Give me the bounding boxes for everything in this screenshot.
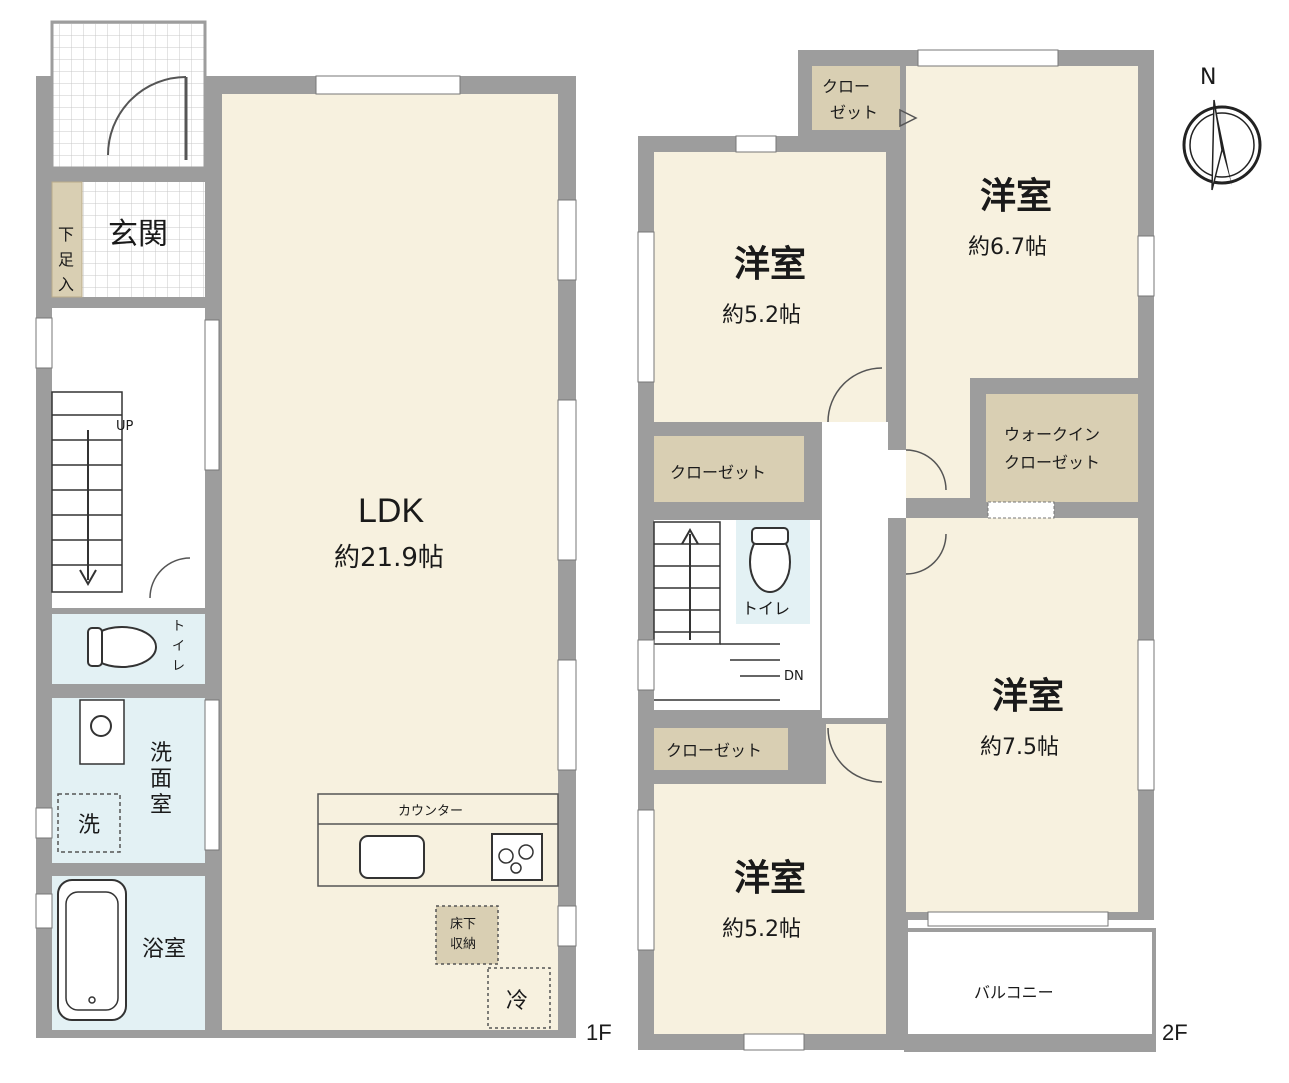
wic-label-1: ウォークイン [1004,425,1100,444]
stairs-up-label: UP [116,419,134,434]
ldk-title: LDK [358,492,424,530]
room-sw-title: 洋室 [734,858,806,899]
hallway-1f [52,308,205,608]
balcony [904,928,1156,1052]
room-nw [654,152,886,422]
toilet-1f-label-1: ト [172,619,185,634]
floor-2: クロー ゼット 洋室 約5.2帖 洋室 約6.7帖 クローゼット ウォークイン … [637,49,1188,1052]
floor-2-label: 2F [1162,1020,1188,1045]
sink-kitchen-icon [359,835,425,879]
hallway-2f [822,422,888,718]
underfloor-label-2: 収納 [450,937,476,952]
washer-label: 洗 [78,813,100,838]
washroom-label-2: 面 [150,767,172,792]
room-se [906,518,1138,912]
shoe-storage-label-1: 下 [58,225,74,244]
closet-small-label-2: ゼット [830,103,878,122]
washroom-label-3: 室 [150,793,172,818]
toilet-1f-label-2: イ [172,639,185,654]
entry-door-swing [107,76,187,156]
toilet-2f-label: トイレ [742,599,790,618]
room-se-area: 約7.5帖 [980,735,1059,760]
closet-small [812,66,900,130]
stairs-1f [51,391,123,593]
room-nw-area: 約5.2帖 [722,303,801,328]
porch [50,20,207,170]
room-ne-title: 洋室 [980,176,1052,217]
room-ne [906,66,1138,378]
toilet-door-swing [149,557,191,599]
room-se-title: 洋室 [992,676,1064,717]
wic-label-2: クローゼット [1004,453,1100,472]
shoe-storage-label-3: 入 [58,275,74,294]
counter-label: カウンター [398,804,463,819]
washroom [52,698,205,863]
underfloor-storage [435,905,499,965]
closet-sw [654,728,788,770]
room-ne-area: 約6.7帖 [968,235,1047,260]
room-nw-title: 洋室 [734,244,806,285]
walk-in-closet [986,394,1138,502]
genkan-label: 玄関 [108,217,168,252]
toilet-1f-label-3: レ [172,659,185,674]
bathtub-icon [57,879,127,1021]
closet-mid [654,436,804,502]
shoe-storage [51,181,83,298]
compass-n-label: N [1200,65,1216,90]
washroom-label-1: 洗 [150,741,172,766]
washer-space [57,793,121,853]
room-sw-area: 約5.2帖 [722,917,801,942]
room-sw [654,784,886,1034]
closet-small-label-1: クロー [822,77,870,96]
underfloor-label-1: 床下 [450,917,476,932]
compass-icon: N [1182,65,1262,191]
floor-1-label: 1F [586,1020,612,1045]
floor-1: 下 足 入 玄関 UP ト イ レ 洗 面 [35,20,612,1045]
ldk-area: 約21.9帖 [334,543,444,573]
fridge-label: 冷 [506,989,528,1014]
shoe-storage-label-2: 足 [58,250,74,269]
fridge-space [487,967,551,1029]
stairs-dn-label: DN [784,669,804,684]
sink-icon [90,715,112,737]
closet-mid-label: クローゼット [670,463,766,482]
closet-sw-label: クローゼット [666,741,762,760]
balcony-label: バルコニー [974,983,1054,1002]
bath-label: 浴室 [142,937,186,962]
